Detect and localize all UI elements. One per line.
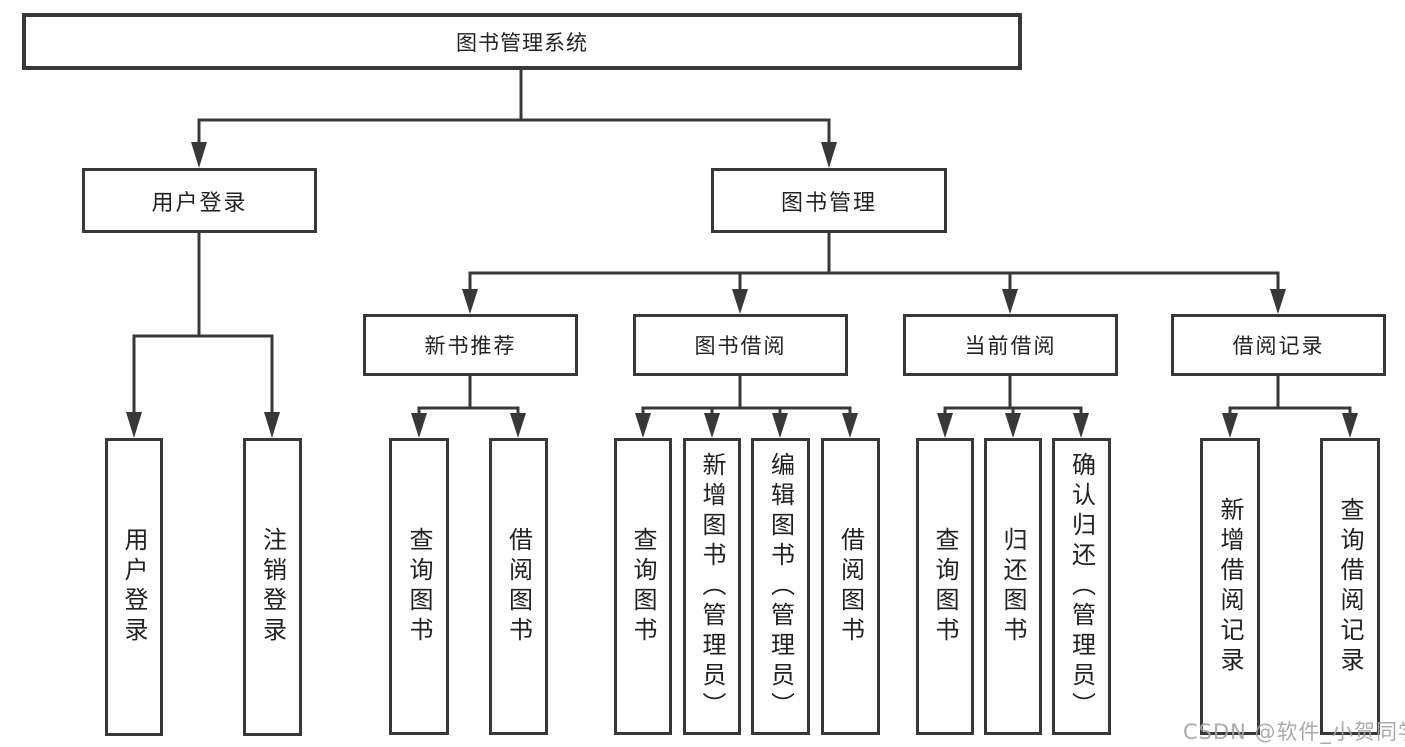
leaf-bb-query-books-label: 查询图书 <box>629 526 657 647</box>
leaf-bb-add-books-admin: 新增图书（管理员） <box>683 438 741 735</box>
leaf-cb-confirm-return-admin-label: 确认归还（管理员） <box>1067 451 1096 722</box>
node-current-borrowing: 当前借阅 <box>903 314 1118 376</box>
leaf-cb-confirm-return-admin: 确认归还（管理员） <box>1052 438 1111 735</box>
leaf-bb-edit-books-admin-label: 编辑图书（管理员） <box>766 451 795 722</box>
leaf-bb-borrow-books: 借阅图书 <box>821 438 880 735</box>
node-current-borrowing-label: 当前借阅 <box>964 334 1057 358</box>
leaf-cb-return-books-label: 归还图书 <box>999 526 1027 647</box>
node-book-borrowing-label: 图书借阅 <box>694 334 787 358</box>
leaf-rec-borrow-books: 借阅图书 <box>489 438 548 735</box>
leaf-br-query-record: 查询借阅记录 <box>1320 438 1380 735</box>
leaf-user-login: 用户登录 <box>105 438 163 736</box>
node-user-login-label: 用户登录 <box>151 190 248 216</box>
arrowheads <box>126 142 1358 438</box>
node-new-book-recommend-label: 新书推荐 <box>424 334 517 358</box>
leaf-cb-return-books: 归还图书 <box>984 438 1042 735</box>
leaf-cb-query-books: 查询图书 <box>916 438 974 735</box>
node-borrowing-records-label: 借阅记录 <box>1232 334 1325 358</box>
leaf-cb-query-books-label: 查询图书 <box>931 526 959 647</box>
leaf-user-login-label: 用户登录 <box>120 527 148 647</box>
csdn-watermark: CSDN @软件_小贺同学 <box>1183 720 1405 744</box>
leaf-br-query-record-label: 查询借阅记录 <box>1336 496 1364 677</box>
node-root-label: 图书管理系统 <box>456 30 588 55</box>
leaf-bb-query-books: 查询图书 <box>614 438 672 735</box>
node-book-management-label: 图书管理 <box>780 190 877 216</box>
node-root: 图书管理系统 <box>22 13 1022 70</box>
leaf-logout-label: 注销登录 <box>258 527 287 647</box>
leaf-br-add-record: 新增借阅记录 <box>1200 438 1260 735</box>
leaf-br-add-record-label: 新增借阅记录 <box>1216 496 1244 677</box>
node-new-book-recommend: 新书推荐 <box>363 314 578 376</box>
leaf-bb-edit-books-admin: 编辑图书（管理员） <box>751 438 810 735</box>
node-book-management: 图书管理 <box>711 168 947 233</box>
node-borrowing-records: 借阅记录 <box>1171 314 1386 376</box>
leaf-rec-borrow-books-label: 借阅图书 <box>504 526 533 647</box>
leaf-bb-add-books-admin-label: 新增图书（管理员） <box>698 451 726 722</box>
leaf-bb-borrow-books-label: 借阅图书 <box>836 526 865 647</box>
leaf-rec-query-books: 查询图书 <box>389 438 449 735</box>
node-user-login: 用户登录 <box>82 168 317 233</box>
leaf-logout: 注销登录 <box>243 438 302 736</box>
node-book-borrowing: 图书借阅 <box>633 314 848 376</box>
leaf-rec-query-books-label: 查询图书 <box>405 526 433 647</box>
